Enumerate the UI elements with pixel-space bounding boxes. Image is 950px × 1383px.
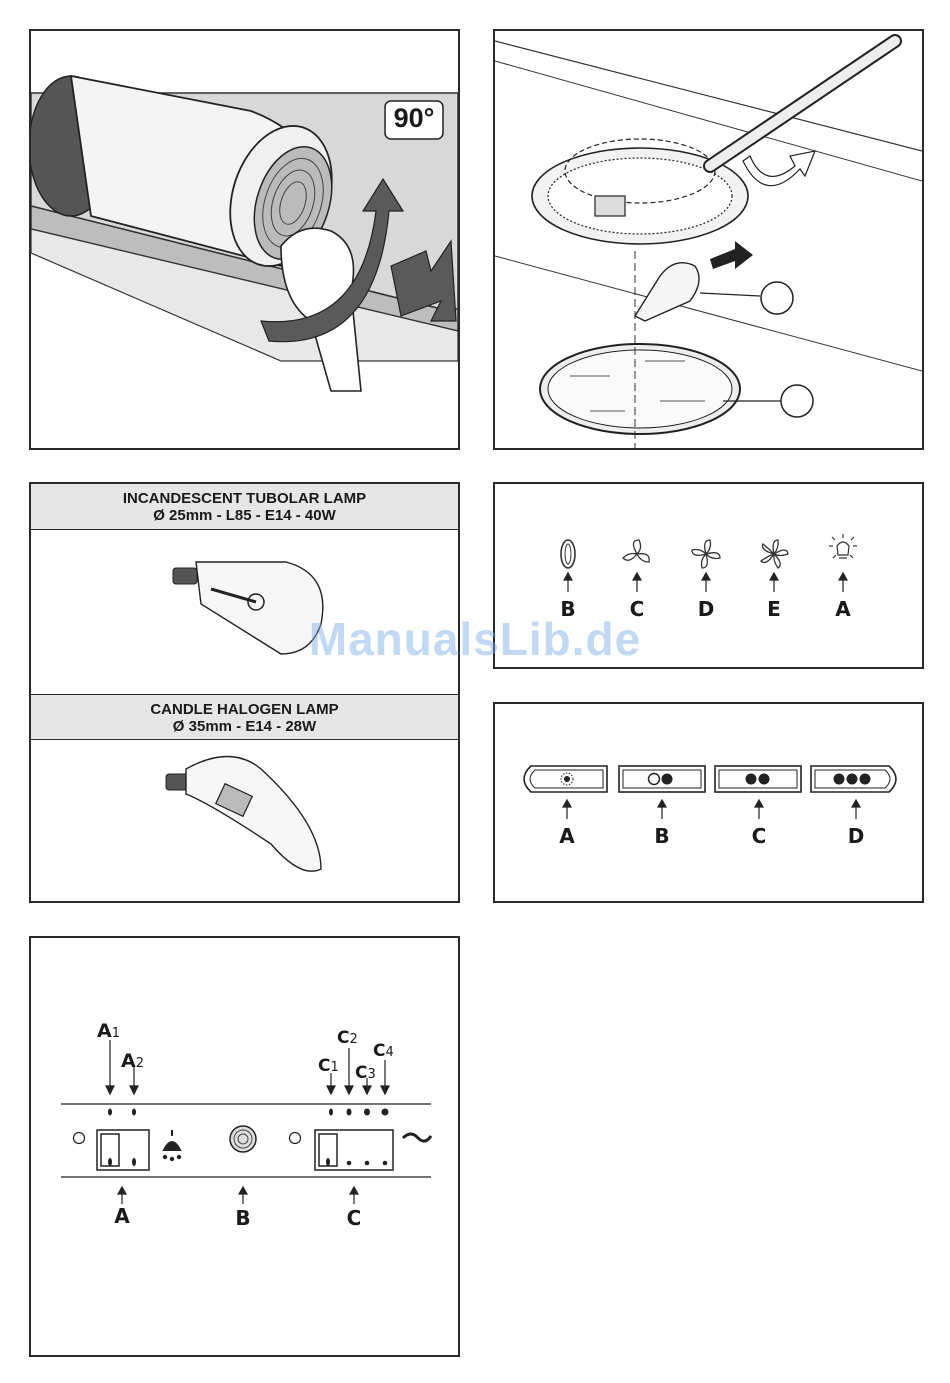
lamp-types-illustration [31,484,458,901]
three-dot-icon [834,774,871,785]
indicator-led-c [290,1133,301,1144]
off-zero-icon [561,540,575,568]
halogen-lamp-name: CANDLE HALOGEN LAMP [31,701,458,718]
button-label-b: B [652,824,672,848]
touch-label-c: C [627,597,647,621]
callout-circle-1 [761,282,793,314]
bottom-label-c: C [344,1206,364,1230]
angle-badge: 90° [385,103,443,134]
halogen-lamp-spec: Ø 35mm - E14 - 28W [31,718,458,735]
panel-slider-switches: A1 A2 C1 C2 C3 C4 A B C [29,936,460,1357]
lamp-rotate-illustration [31,31,458,448]
touch-label-d: D [696,597,716,621]
halogen-lamp-header: CANDLE HALOGEN LAMP Ø 35mm - E14 - 28W [31,694,458,740]
touch-label-a: A [833,597,853,621]
panel-lamp-types: INCANDESCENT TUBOLAR LAMP Ø 25mm - L85 -… [29,482,460,903]
label-a1: A1 [97,1020,120,1042]
candle-halogen-lamp-icon [166,757,321,872]
label-a2: A2 [121,1050,144,1072]
label-c2: C2 [337,1028,358,1048]
fan-speed-2-icon [692,540,720,568]
light-icon [829,534,857,558]
rotary-knob-b[interactable] [230,1126,256,1152]
slider-switches-illustration [31,938,458,1355]
bottom-label-a: A [112,1204,132,1228]
panel-lamp-rotate: 90° [29,29,460,450]
touch-controls-illustration [495,484,922,667]
hood-light-icon [164,1130,180,1160]
label-c3: C3 [355,1063,376,1083]
panel-lamp-remove [493,29,924,450]
indicator-led-a [74,1133,85,1144]
fan-speed-1-icon [623,540,649,562]
button-label-c: C [749,824,769,848]
button-label-d: D [846,824,866,848]
touch-label-b: B [558,597,578,621]
label-c4: C4 [373,1041,394,1061]
fan-speed-3-icon [761,540,788,568]
panel-push-buttons: A B C D [493,702,924,903]
push-buttons-illustration [495,704,922,901]
label-c1: C1 [318,1056,339,1076]
button-label-a: A [557,824,577,848]
tubular-lamp-icon [173,562,323,654]
lamp-remove-illustration [495,31,922,448]
touch-label-e: E [764,597,784,621]
panel-touch-controls: B C D E A [493,482,924,669]
bottom-label-b: B [233,1206,253,1230]
callout-circle-2 [781,385,813,417]
fan-wave-icon [403,1134,431,1141]
